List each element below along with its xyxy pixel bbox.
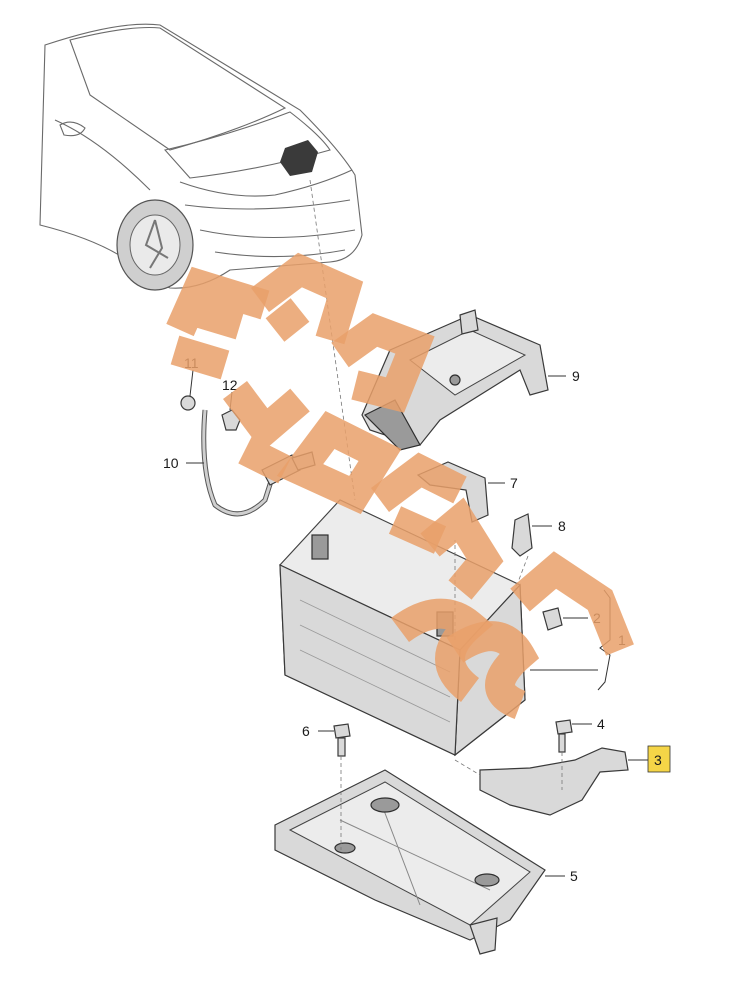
hold-down-clamp-icon	[454, 747, 629, 816]
bolt-2	[542, 607, 563, 631]
watermark-logo	[166, 252, 634, 720]
callout-4: 4	[597, 716, 605, 732]
car-icon	[39, 23, 363, 501]
terminal-cap-8	[511, 513, 533, 557]
callout-6: 6	[302, 723, 310, 739]
callout-12: 12	[222, 377, 238, 393]
callout-5: 5	[570, 868, 578, 884]
callout-8: 8	[558, 518, 566, 534]
battery-tray-icon	[274, 769, 546, 955]
bolt-4	[555, 719, 573, 753]
callout-7: 7	[510, 475, 518, 491]
bolt-6	[333, 723, 351, 757]
callout-10: 10	[163, 455, 179, 471]
callout-3: 3	[654, 752, 662, 768]
callout-3-highlight	[647, 745, 671, 773]
callout-9: 9	[572, 368, 580, 384]
